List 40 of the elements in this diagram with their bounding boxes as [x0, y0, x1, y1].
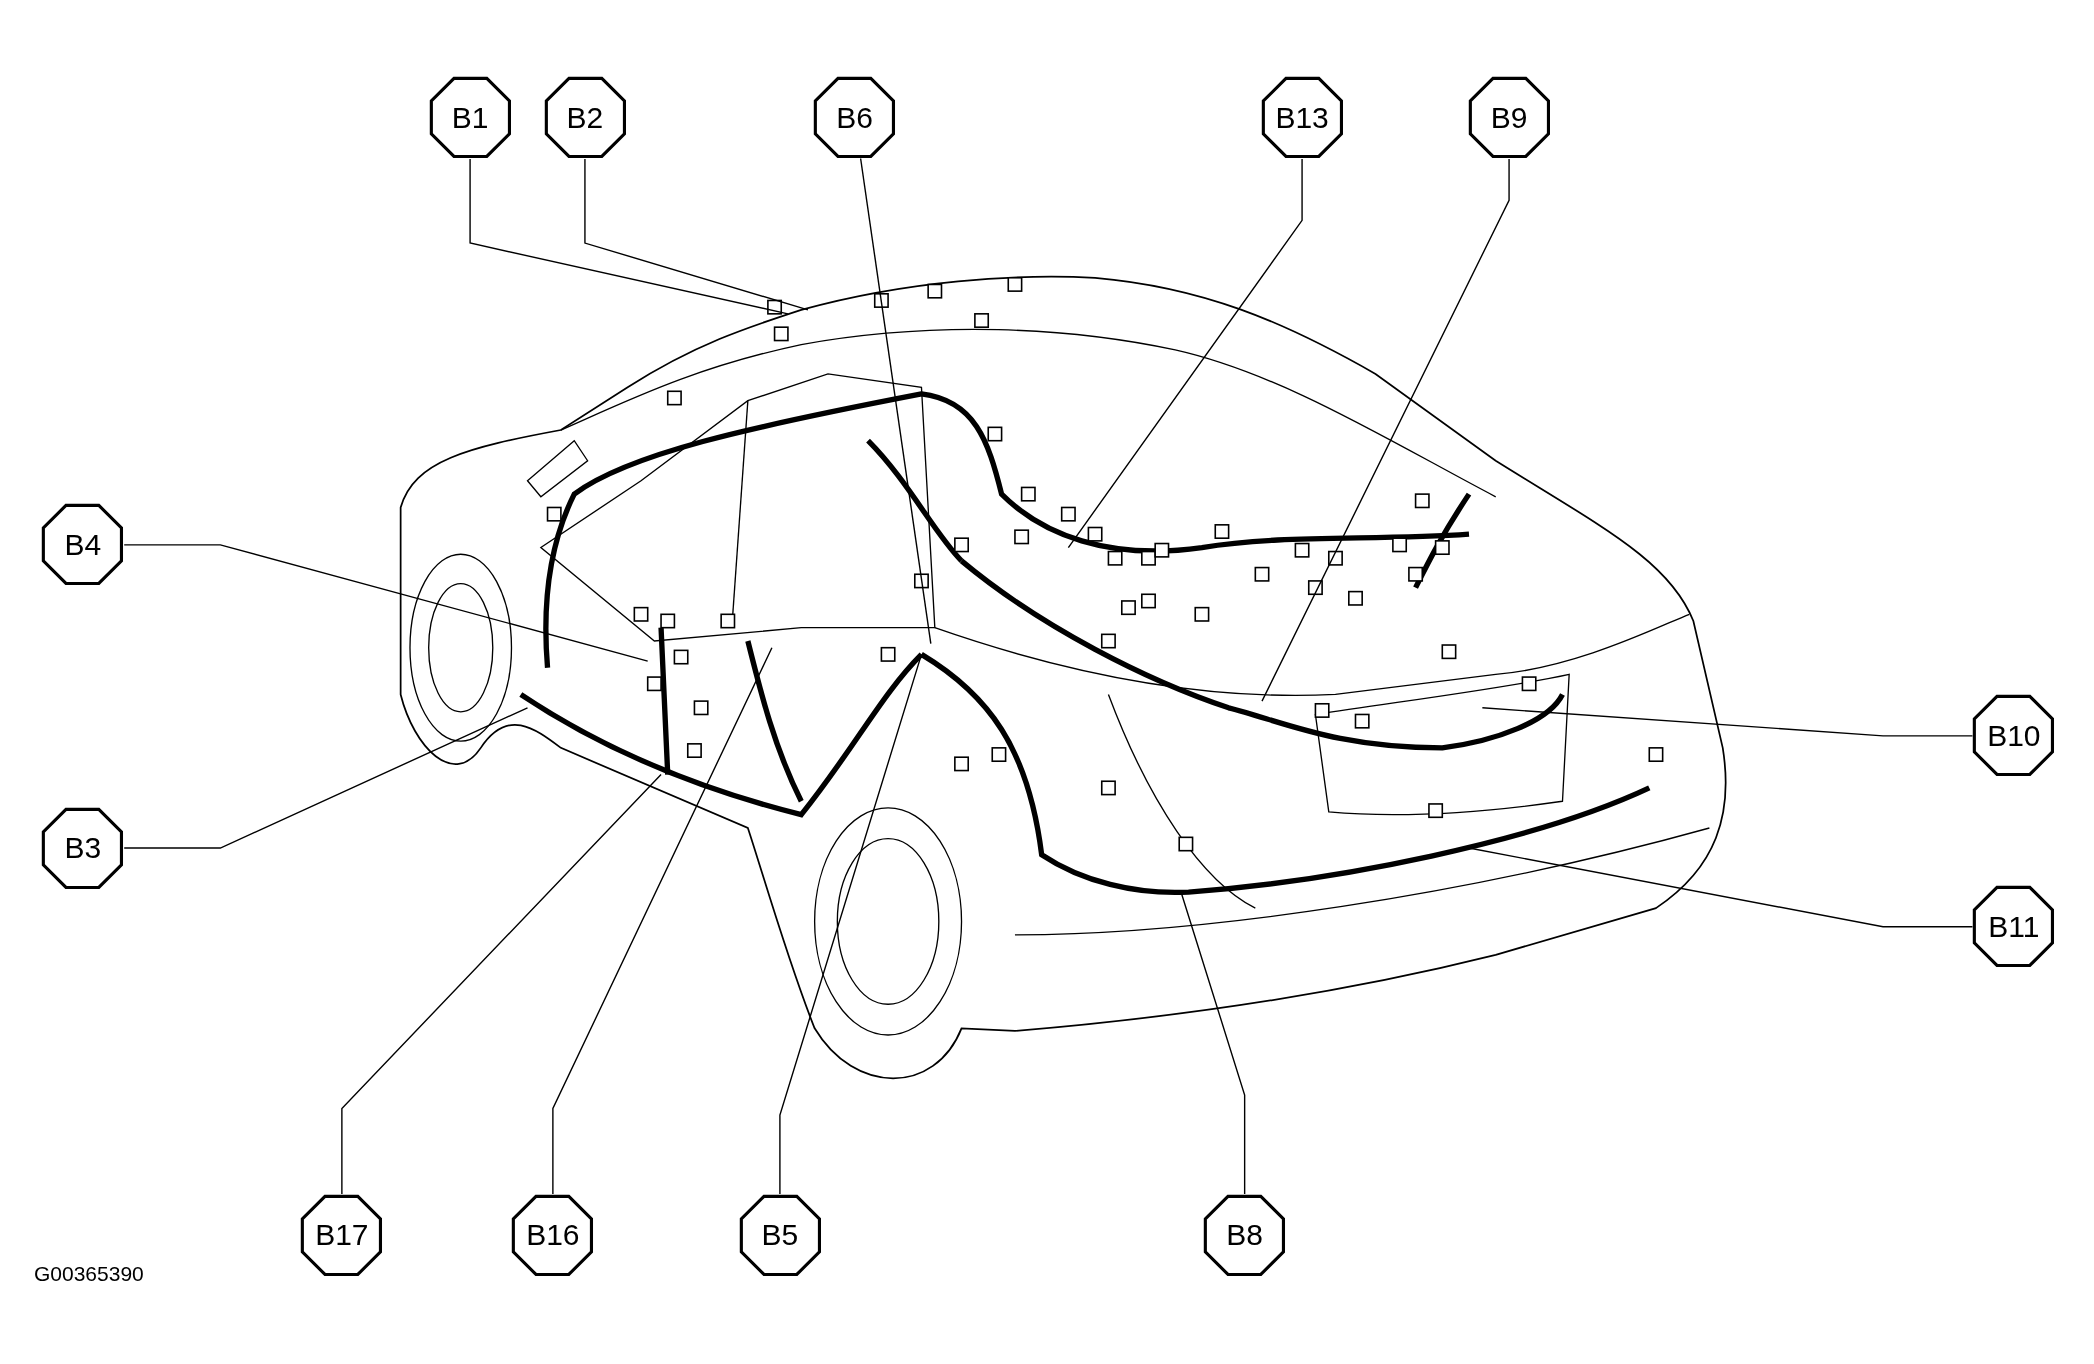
- callout-number: B2: [566, 100, 604, 135]
- callout-octagon: [428, 76, 512, 159]
- leader-line: [1468, 847, 1974, 928]
- callout-octagon: [1972, 885, 2056, 969]
- leader-line: [552, 647, 773, 1195]
- callout-octagon: [41, 806, 125, 890]
- callout-number: B6: [836, 100, 874, 135]
- callout-octagon: [1260, 76, 1344, 159]
- leader-line: [859, 157, 932, 645]
- callout-octagon: [543, 76, 627, 159]
- callout-number: B13: [1275, 100, 1329, 135]
- callout-number: B8: [1226, 1218, 1263, 1253]
- leader-line: [1067, 158, 1303, 549]
- callout-number: B11: [1988, 909, 2040, 944]
- callout-octagon: [511, 1193, 595, 1277]
- leader-line: [1181, 894, 1246, 1195]
- leader-line: [469, 158, 789, 315]
- callout-octagon: [41, 503, 125, 587]
- callout-octagon: [1467, 76, 1551, 159]
- leader-line: [123, 544, 649, 662]
- callout-octagon: [813, 76, 897, 159]
- callout-octagon: [1972, 694, 2056, 778]
- leader-line: [341, 773, 662, 1195]
- figure-code: G00365390: [34, 1262, 144, 1286]
- callout-number: B17: [315, 1218, 369, 1253]
- leader-line: [123, 707, 529, 849]
- leader-line: [584, 158, 809, 311]
- callout-number: B4: [64, 527, 102, 562]
- callout-number: B16: [526, 1218, 580, 1253]
- callout-number: B9: [1490, 100, 1528, 135]
- leader-line: [1481, 707, 1974, 737]
- callout-number: B3: [64, 831, 102, 865]
- callout-octagon: [1203, 1193, 1287, 1277]
- leader-line: [779, 653, 923, 1195]
- callout-number: B10: [1987, 718, 2041, 753]
- leader-line: [1261, 158, 1510, 702]
- callout-number: B5: [761, 1218, 799, 1253]
- callout-octagon: [738, 1193, 822, 1277]
- callout-number: B1: [451, 100, 489, 135]
- callout-octagon: [300, 1193, 384, 1277]
